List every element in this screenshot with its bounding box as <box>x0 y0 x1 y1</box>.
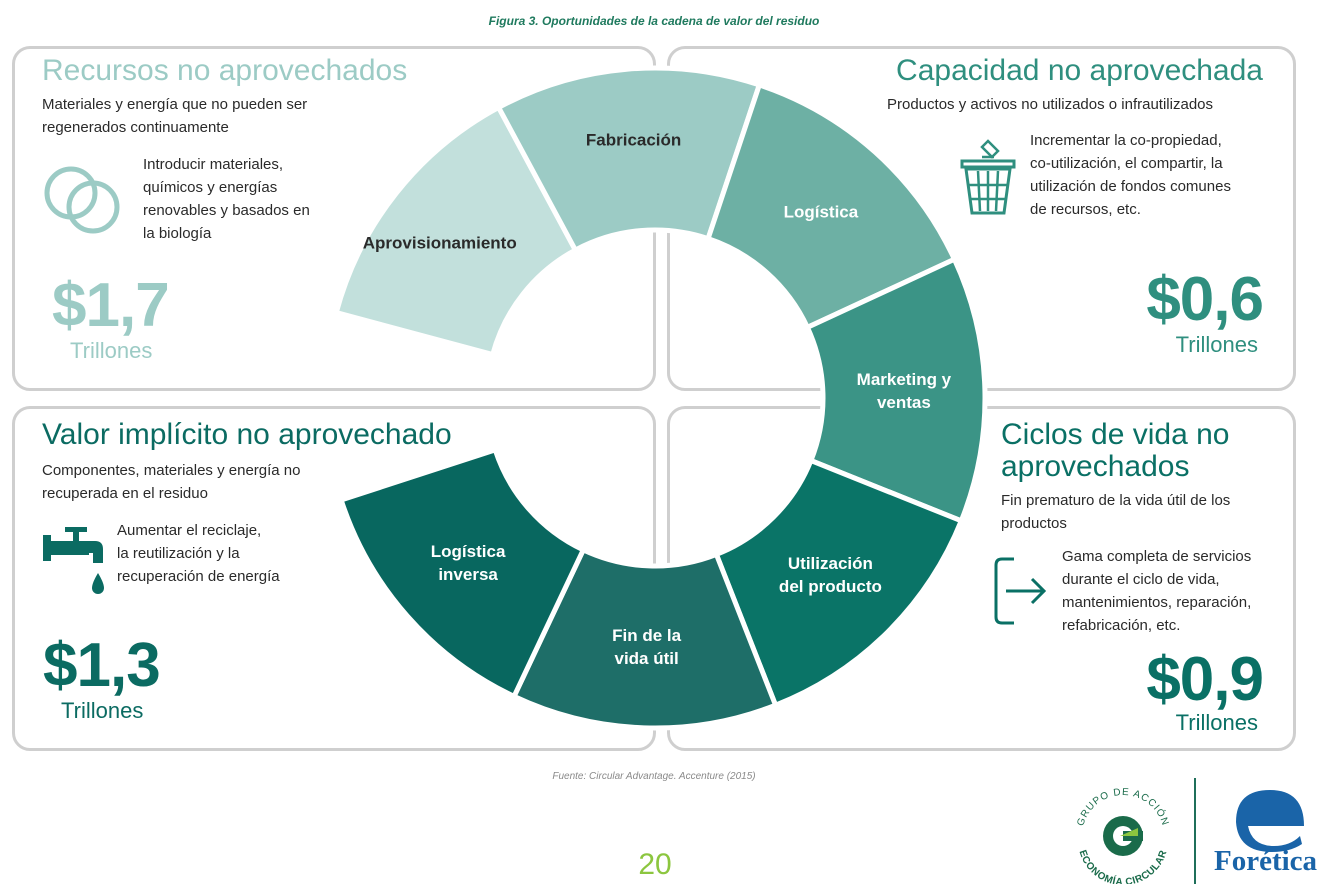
figure-title: Figura 3. Oportunidades de la cadena de … <box>488 14 820 28</box>
cycle-label-line: Logística <box>783 202 859 222</box>
quadrant-body: Aumentar el reciclaje, la reutilización … <box>117 519 280 588</box>
title-line: aprovechados <box>1001 450 1190 483</box>
quadrant-value: $0,6 <box>1146 265 1264 334</box>
title-line: Ciclos de vida no <box>1001 418 1230 451</box>
body-line: químicos y energías <box>143 179 278 196</box>
page-number: 20 <box>638 848 672 881</box>
quadrant-body: Gama completa de servicios durante el ci… <box>1062 545 1251 637</box>
foretica-wordmark: Forética <box>1214 845 1318 877</box>
quadrant-title: Capacidad no aprovechada <box>896 54 1263 87</box>
cycle-segment <box>704 81 958 331</box>
cycle-segment-label: Fin de la vida útil <box>612 624 681 670</box>
subtitle-line: recuperada en el residuo <box>42 485 208 502</box>
body-line: recuperación de energía <box>117 568 280 585</box>
cycle-label-line: Fin de la <box>612 625 682 645</box>
cycle-label-line: vida útil <box>614 648 679 668</box>
quadrant-value: $0,9 <box>1146 645 1264 714</box>
cycle-segment-label: Fabricación <box>586 128 681 151</box>
interlocking-circles-icon <box>44 166 120 234</box>
body-line: refabricación, etc. <box>1062 617 1181 634</box>
cycle-label-line: Logística <box>430 541 506 561</box>
cycle-label-line: del producto <box>778 576 882 596</box>
cycle-segment <box>804 255 988 525</box>
faucet-icon <box>43 527 104 594</box>
subtitle-line: Materiales y energía que no pueden ser <box>42 96 308 113</box>
cycle-segment <box>337 446 587 700</box>
quadrant-subtitle: Fin prematuro de la vida útil de los pro… <box>1001 489 1230 535</box>
subtitle-line: Componentes, materiales y energía no <box>42 462 301 479</box>
cycle-segment-label: Utilización del producto <box>779 552 882 598</box>
quadrant-unit: Trillones <box>70 338 153 363</box>
body-line: utilización de fondos comunes <box>1030 178 1231 195</box>
body-line: Aumentar el reciclaje, <box>117 522 262 539</box>
cycle-segment <box>713 457 965 709</box>
body-line: renovables y basados en <box>143 202 310 219</box>
logo-divider <box>1194 778 1196 884</box>
subtitle-line: Productos y activos no utilizados o infr… <box>887 96 1214 113</box>
body-line: mantenimientos, reparación, <box>1062 594 1252 611</box>
cycle-segment-label: Logística <box>784 201 859 224</box>
cycle-segment-label: Aprovisionamiento <box>363 232 517 255</box>
cycle-segment <box>495 65 763 254</box>
subtitle-line: regenerados continuamente <box>42 119 229 136</box>
quadrant-unit: Trillones <box>61 698 144 723</box>
body-line: de recursos, etc. <box>1030 201 1141 218</box>
cycle-segment-label: Marketing y ventas <box>857 368 951 414</box>
quadrant-body: Introducir materiales, químicos y energí… <box>143 153 310 245</box>
cycle-label-line: Aprovisionamiento <box>362 233 517 253</box>
body-line: la reutilización y la <box>117 545 240 562</box>
quadrant-unit: Trillones <box>1175 332 1258 357</box>
recycle-bin-icon <box>960 139 1016 215</box>
body-line: la biología <box>143 225 212 242</box>
quadrant-value: $1,7 <box>52 271 170 340</box>
quadrant-title: Ciclos de vida no aprovechados <box>1001 419 1229 483</box>
subtitle-line: productos <box>1001 515 1067 532</box>
cycle-label-line: Utilización <box>787 553 873 573</box>
quadrant-subtitle: Materiales y energía que no pueden ser r… <box>42 93 307 139</box>
quadrant-subtitle: Productos y activos no utilizados o infr… <box>887 93 1213 116</box>
cycle-segment <box>510 546 779 731</box>
body-line: Introducir materiales, <box>143 156 284 173</box>
body-line: co-utilización, el compartir, la <box>1030 155 1223 172</box>
body-line: Incrementar la co-propiedad, <box>1030 132 1222 149</box>
cycle-segment-label: Logística inversa <box>431 540 506 586</box>
subtitle-line: Fin prematuro de la vida útil de los <box>1001 492 1231 509</box>
source-note: Fuente: Circular Advantage. Accenture (2… <box>552 771 756 782</box>
quadrant-title: Recursos no aprovechados <box>42 54 408 87</box>
cycle-label-line: Fabricación <box>585 130 682 150</box>
quadrant-value: $1,3 <box>43 631 161 700</box>
quadrant-title: Valor implícito no aprovechado <box>42 418 452 451</box>
cycle-label-line: inversa <box>438 564 498 584</box>
grupo-accion-economia-circular-logo: GRUPO DE ACCIÓN ECONOMÍA CIRCULAR <box>1075 787 1169 884</box>
body-line: durante el ciclo de vida, <box>1062 571 1220 588</box>
body-line: Gama completa de servicios <box>1062 548 1252 565</box>
bracket-arrow-icon <box>994 557 1047 625</box>
quadrant-unit: Trillones <box>1175 710 1258 735</box>
foretica-e-logo <box>1236 790 1304 852</box>
quadrant-subtitle: Componentes, materiales y energía no rec… <box>42 459 300 505</box>
cycle-label-line: ventas <box>876 393 931 413</box>
cycle-label-line: Marketing y <box>856 370 952 390</box>
cycle-segment <box>333 104 579 358</box>
quadrant-body: Incrementar la co-propiedad, co-utilizac… <box>1030 129 1231 221</box>
